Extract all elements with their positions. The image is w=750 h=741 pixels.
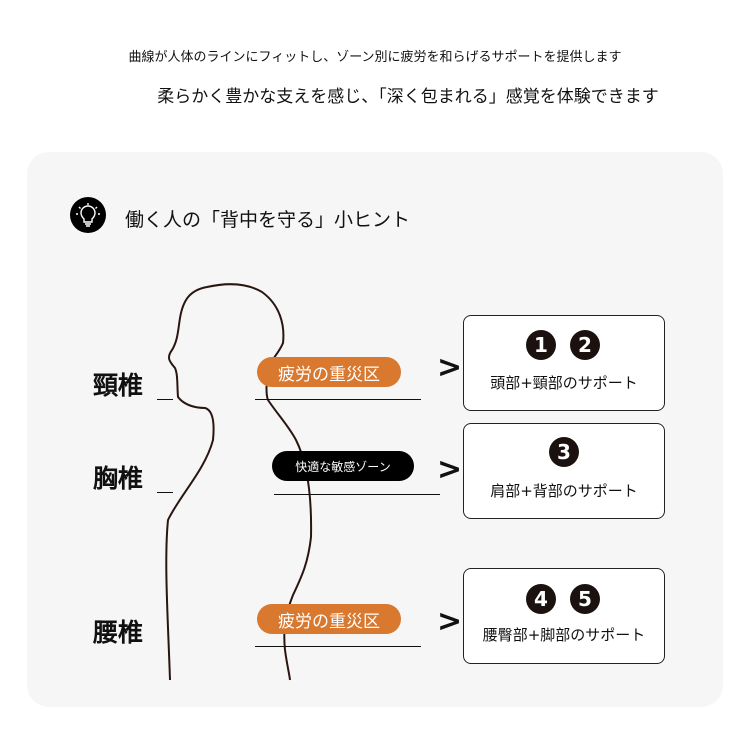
number-badge: 1 [526,330,556,360]
label-thoracic: 胸椎 [93,464,144,493]
zone-pill-fatigue: 疲労の重災区 [257,604,401,634]
tick [157,399,173,400]
divider [255,399,421,400]
support-text: 肩部+背部のサポート [490,482,638,500]
lightbulb-icon [70,197,106,233]
intro-line-1: 曲線が人体のラインにフィットし、ゾーン別に疲労を和らげるサポートを提供します [128,50,622,65]
divider [274,494,440,495]
zone-pill-fatigue: 疲労の重災区 [257,357,401,387]
tick [157,492,173,493]
support-text: 腰臀部+脚部のサポート [482,626,646,644]
label-cervical: 頸椎 [93,371,144,400]
arrow-icon: > [437,350,463,385]
intro-line-2: 柔らかく豊かな支えを感じ、「深く包まれる」感覚を体験できます [157,87,659,107]
label-lumbar: 腰椎 [93,618,144,647]
support-text: 頭部+頸部のサポート [490,374,638,392]
support-box-waist-legs: 4 5 腰臀部+脚部のサポート [463,568,665,664]
arrow-icon: > [437,604,463,639]
card-title: 働く人の「背中を守る」小ヒント [125,209,411,231]
number-badge: 2 [570,330,600,360]
arrow-icon: > [437,452,463,487]
support-box-head-neck: 1 2 頭部+頸部のサポート [463,315,665,411]
divider [255,646,421,647]
support-box-shoulder-back: 3 肩部+背部のサポート [463,423,665,519]
number-badge: 3 [549,437,579,467]
number-badge: 5 [570,584,600,614]
zone-pill-comfort: 快適な敏感ゾーン [272,451,414,481]
number-badge: 4 [526,584,556,614]
